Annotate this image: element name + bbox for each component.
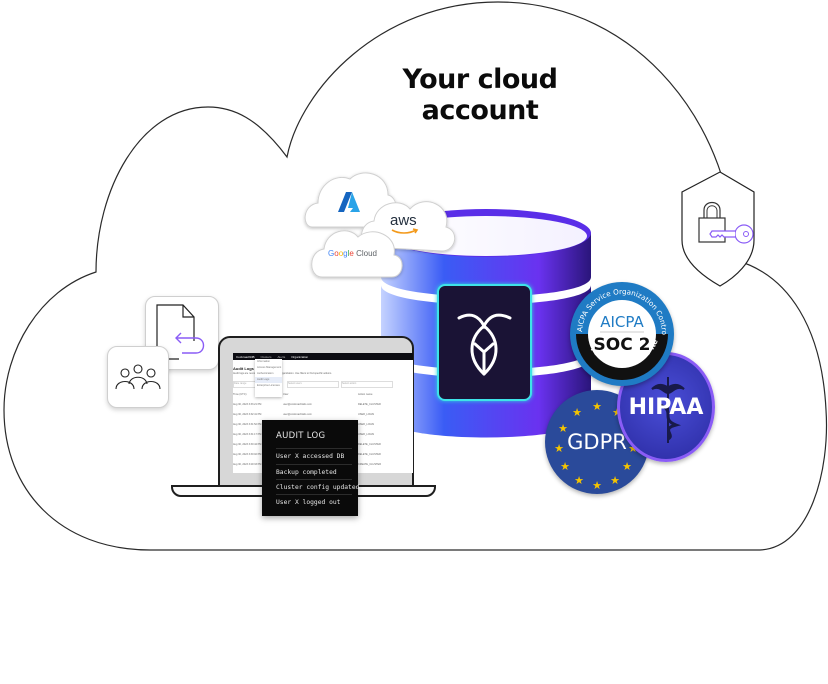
row-user: user@cockroachlabs.com <box>283 403 312 406</box>
screen-page-title: Audit Logs <box>233 366 254 371</box>
nav-clusters[interactable]: Clusters <box>260 354 272 359</box>
audit-log-panel: AUDIT LOG User X accessed DB Backup comp… <box>262 420 359 516</box>
dropdown-item-access-management[interactable]: Access Management <box>257 366 282 369</box>
audit-log-title: AUDIT LOG <box>276 431 326 441</box>
team-users-icon <box>115 364 161 390</box>
cockroachdb-logo <box>437 284 532 401</box>
row-time: Aug 30, 2023 3:29:33 PM <box>233 463 262 466</box>
svg-text:★: ★ <box>592 400 602 413</box>
dropdown-item-authentication[interactable]: Authentication <box>257 372 274 375</box>
row-action: USER_LOGIN <box>358 413 375 416</box>
row-time: Aug 30, 2023 3:30:02 PM <box>233 453 262 456</box>
cloud-providers-group <box>304 172 456 278</box>
title-line-1: Your cloud <box>402 64 558 95</box>
nav-organization[interactable]: Organization <box>291 354 309 359</box>
aicpa-label: AICPA <box>600 313 644 331</box>
shield-lock-key-icon <box>681 171 755 287</box>
audit-entry: Backup completed <box>276 464 352 476</box>
row-time: Aug 30, 2023 3:31:17 PM <box>233 433 262 436</box>
svg-text:★: ★ <box>622 460 632 473</box>
team-users-card <box>107 346 169 408</box>
gdpr-label: GDPR <box>567 430 627 454</box>
svg-text:★: ★ <box>560 460 570 473</box>
document-restore-card <box>145 296 219 370</box>
row-action: CREATE_CLUSTER <box>358 463 382 466</box>
row-action: DELETE_CLUSTER <box>358 453 381 456</box>
audit-entry: User X logged out <box>276 494 352 506</box>
svg-text:★: ★ <box>592 479 602 492</box>
hipaa-label: HIPAA <box>628 395 704 420</box>
brand-label: CockroachDB <box>236 354 255 359</box>
row-action: DELETE_CLUSTER <box>358 403 381 406</box>
filter-action[interactable]: Select action <box>341 381 393 388</box>
dropdown-item-audit-logs[interactable]: Audit Logs <box>255 377 282 383</box>
audit-entry: User X accessed DB <box>276 448 352 460</box>
row-action: USER_LOGIN <box>358 423 375 426</box>
filter-users[interactable]: Select users <box>287 381 339 388</box>
col-user: User <box>283 393 289 396</box>
nav-alerts[interactable]: Alerts <box>277 354 286 359</box>
soc2-ring: AICPA Service Organization Control Repor… <box>570 282 669 380</box>
azure-logo <box>337 190 361 219</box>
svg-text:★: ★ <box>554 442 564 455</box>
dropdown-item-information[interactable]: Information <box>257 360 270 363</box>
dropdown-item-enterprise-licenses[interactable]: Enterprise Licenses <box>257 384 280 387</box>
title-line-2: account <box>421 95 539 126</box>
col-time: Time (UTC) <box>233 393 247 396</box>
soc2-badge: AICPA Service Organization Control Repor… <box>570 282 674 386</box>
row-time: Aug 30, 2023 3:31:52 PM <box>233 423 262 426</box>
col-action: Action name <box>358 393 373 396</box>
svg-text:★: ★ <box>558 422 568 435</box>
row-action: USER_LOGIN <box>358 433 375 436</box>
svg-text:★: ★ <box>572 406 582 419</box>
row-time: Aug 30, 2023 3:32:41 PM <box>233 413 262 416</box>
aws-logo: aws <box>390 212 419 234</box>
row-time: Aug 30, 2023 3:33:21 PM <box>233 403 262 406</box>
audit-entry: Cluster config updated <box>276 479 359 491</box>
organization-dropdown: Information Access Management Authentica… <box>255 359 282 397</box>
svg-text:★: ★ <box>610 474 620 487</box>
cockroach-logo-icon <box>457 313 512 376</box>
caduceus-icon <box>651 377 685 443</box>
app-navbar: CockroachDB Clusters Alerts Organization <box>233 353 413 360</box>
google-cloud-logo: Google Cloud <box>328 249 377 258</box>
screen-page-subtitle: Audit logs are recorded for actions in y… <box>233 372 332 375</box>
page-title: Your cloud account <box>330 64 630 126</box>
azure-icon <box>338 192 360 212</box>
aws-smile-icon <box>391 228 419 234</box>
row-user: user@cockroachlabs.com <box>283 413 312 416</box>
aws-label: aws <box>390 212 417 229</box>
svg-text:★: ★ <box>574 474 584 487</box>
row-time: Aug 30, 2023 3:30:44 PM <box>233 443 262 446</box>
row-action: DELETE_CLUSTER <box>358 443 381 446</box>
soc2-label: SOC 2 <box>593 335 651 355</box>
